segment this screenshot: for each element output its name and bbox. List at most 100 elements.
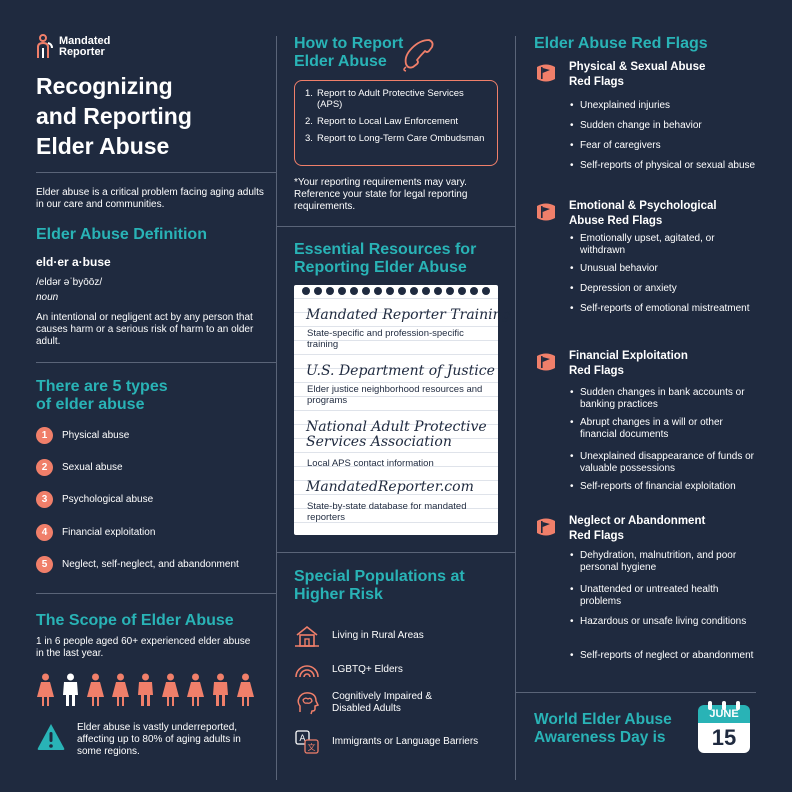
- list-item: 2.Report to Local Law Enforcement: [305, 116, 489, 127]
- red-flag-item: Dehydration, malnutrition, and poor pers…: [570, 550, 760, 574]
- flag-icon: [534, 61, 558, 85]
- list-item: 1.Report to Adult Protective Services (A…: [305, 88, 489, 110]
- divider-definition: [36, 362, 276, 363]
- step-label: Report to Long-Term Care Ombudsman: [317, 133, 485, 144]
- page-title-line2: and Reporting: [36, 103, 192, 129]
- resource-desc: State-specific and profession-specific t…: [307, 328, 464, 350]
- resource-desc: Local APS contact information: [307, 458, 434, 469]
- notepad-ring: [398, 287, 406, 295]
- resource-desc: Elder justice neighborhood resources and…: [307, 384, 483, 406]
- red-flag-item: Sudden changes in bank accounts or banki…: [570, 387, 760, 411]
- notepad-ring: [314, 287, 322, 295]
- scope-heading: The Scope of Elder Abuse: [36, 612, 234, 629]
- person-icon: [162, 673, 179, 706]
- population-label: Living in Rural Areas: [332, 630, 424, 641]
- person-icon: [87, 673, 104, 706]
- red-flag-item: Abrupt changes in a will or other financ…: [570, 417, 760, 441]
- population-label: LGBTQ+ Elders: [332, 664, 403, 675]
- red-flag-item: Unattended or untreated health problems: [570, 584, 760, 608]
- person-icon: [37, 673, 54, 706]
- report-heading: How to Report Elder Abuse: [294, 35, 403, 71]
- person-icon: [63, 673, 78, 706]
- list-item: Living in Rural Areas: [294, 623, 424, 649]
- definition-heading: Elder Abuse Definition: [36, 226, 207, 243]
- type-label: Psychological abuse: [62, 493, 154, 505]
- page-title-line1: Recognizing: [36, 73, 173, 99]
- list-item: A 文 Immigrants or Language Barriers: [294, 729, 478, 755]
- rainbow-icon: [295, 665, 319, 678]
- number-badge: 1: [36, 426, 53, 444]
- divider-title: [36, 172, 276, 173]
- number-badge: 5: [36, 555, 53, 573]
- divider-flags: [516, 692, 756, 693]
- population-label-line2: Disabled Adults: [332, 703, 401, 714]
- scope-stat: 1 in 6 people aged 60+ experienced elder…: [36, 636, 251, 659]
- notepad-ring: [374, 287, 382, 295]
- resources-notepad: [294, 285, 498, 535]
- definition-term: eld·er a·buse: [36, 255, 111, 269]
- red-flag-item: Unexplained injuries: [570, 100, 760, 112]
- resources-heading: Essential Resources for Reporting Elder …: [294, 241, 476, 277]
- phone-icon: [403, 39, 434, 72]
- population-label-line1: Cognitively Impaired &: [332, 691, 433, 702]
- red-flags-heading: Elder Abuse Red Flags: [534, 35, 708, 52]
- resource-title-line2: Services Association: [306, 434, 452, 450]
- warning-text: Elder abuse is vastly underreported, aff…: [77, 722, 241, 757]
- red-flag-title-line2: Red Flags: [569, 365, 624, 377]
- notepad-ring: [470, 287, 478, 295]
- people-graphic: [36, 673, 276, 709]
- report-heading-line1: How to Report: [294, 35, 404, 52]
- notepad-ring: [422, 287, 430, 295]
- divider-resources: [277, 552, 515, 553]
- list-item: 3.Report to Long-Term Care Ombudsman: [305, 133, 489, 144]
- definition-pos: noun: [36, 292, 59, 303]
- awareness-text: World Elder Abuse Awareness Day is: [534, 711, 672, 747]
- red-flag-title-line2: Abuse Red Flags: [569, 215, 663, 227]
- population-label: Cognitively Impaired & Disabled Adults: [332, 691, 432, 715]
- brand-logo: Mandated Reporter: [36, 34, 110, 60]
- person-icon: [112, 673, 129, 706]
- report-heading-line2: Elder Abuse: [294, 53, 387, 70]
- red-flag-item: Self-reports of financial exploitation: [570, 481, 760, 493]
- notepad-ring: [326, 287, 334, 295]
- awareness-line1: World Elder Abuse: [534, 711, 672, 728]
- red-flag-title-line1: Financial Exploitation: [569, 350, 688, 362]
- list-item: LGBTQ+ Elders: [294, 657, 403, 683]
- divider-types: [36, 593, 276, 594]
- number-badge: 2: [36, 458, 53, 476]
- list-item: 2 Sexual abuse: [36, 458, 123, 476]
- red-flag-title-line2: Red Flags: [569, 530, 624, 542]
- notepad-ring: [362, 287, 370, 295]
- step-label: Report to Local Law Enforcement: [317, 116, 458, 127]
- intro-text: Elder abuse is a critical problem facing…: [36, 187, 264, 210]
- notepad-ring: [302, 287, 310, 295]
- calendar-day: 15: [698, 723, 750, 753]
- divider-report: [277, 226, 515, 227]
- populations-heading-line2: Higher Risk: [294, 586, 383, 603]
- notepad-ring: [350, 287, 358, 295]
- red-flag-item: Self-reports of neglect or abandonment: [570, 650, 760, 662]
- type-label: Sexual abuse: [62, 461, 123, 473]
- person-icon: [138, 673, 153, 706]
- red-flag-item: Self-reports of physical or sexual abuse: [570, 160, 760, 172]
- resource-title-line1: National Adult Protective: [306, 419, 487, 435]
- definition-text: An intentional or negligent act by any p…: [36, 312, 254, 347]
- red-flag-item: Hazardous or unsafe living conditions: [570, 616, 760, 628]
- resource-title: MandatedReporter.com: [306, 479, 474, 495]
- populations-heading-line1: Special Populations at: [294, 568, 465, 585]
- column-divider-left: [276, 36, 277, 780]
- warning-icon: [37, 724, 65, 750]
- notepad-ring: [338, 287, 346, 295]
- red-flag-title-line2: Red Flags: [569, 76, 624, 88]
- person-icon: [237, 673, 254, 706]
- resources-heading-line2: Reporting Elder Abuse: [294, 259, 467, 276]
- notepad-ring: [458, 287, 466, 295]
- type-label: Physical abuse: [62, 429, 130, 441]
- list-item: Cognitively Impaired & Disabled Adults: [294, 690, 432, 716]
